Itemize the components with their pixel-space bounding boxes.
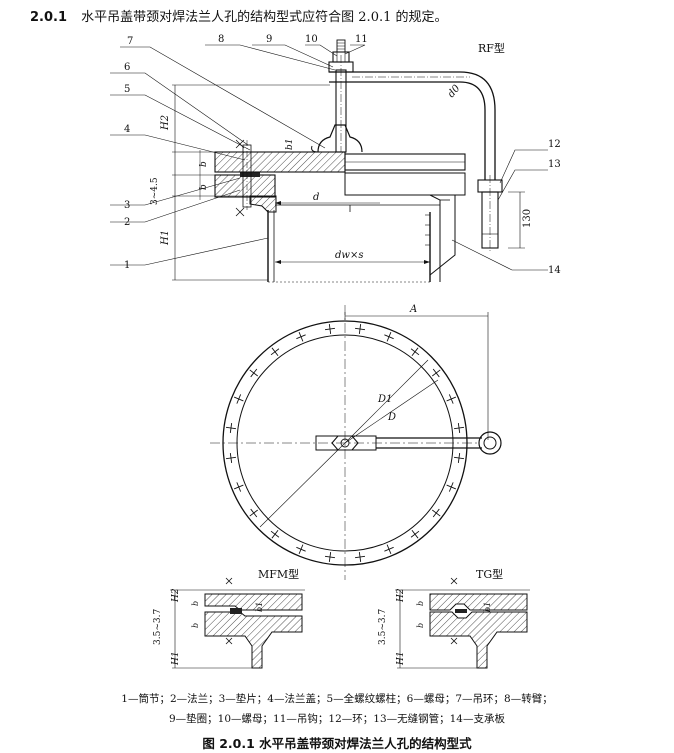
legend-line-2: 9—垫圈；10—螺母；11—吊钩；12—环；13—无缝钢管；14—支承板 (169, 713, 505, 725)
legend-line-1: 1—筒节；2—法兰；3—垫片；4—法兰盖；5—全螺纹螺柱；6—螺母；7—吊环；8… (121, 693, 553, 705)
bolt-hole-mark (410, 530, 420, 538)
tg-b1: b1 (483, 602, 492, 612)
bolt-hole-mark (270, 530, 280, 538)
part-number-2: 2 (124, 217, 130, 228)
bolt-hole-mark (250, 368, 258, 378)
manhole-figure: RF型 (110, 34, 561, 669)
part-number-4: 4 (124, 124, 130, 135)
dim-d-big: D (387, 412, 396, 423)
dim-h1: H1 (160, 230, 171, 246)
bolt-hole-mark (457, 422, 461, 434)
bolt-hole-mark (384, 334, 394, 340)
dim-dw-s: dw×s (335, 250, 363, 261)
mfm-b-lower: b (191, 623, 200, 628)
bolt-hole-mark (384, 546, 394, 552)
bolt-hole-mark (448, 482, 454, 492)
bolt-hole-mark (229, 452, 233, 464)
part-number-5: 5 (124, 84, 130, 95)
d0-label: d0 (446, 83, 463, 100)
dim-d1: D1 (377, 394, 392, 405)
bolt-hole-mark (236, 482, 242, 492)
part-number-3: 3 (124, 200, 130, 211)
bolt-hole-mark (432, 368, 440, 378)
bolt-hole-mark (236, 394, 242, 404)
part-number-7: 7 (127, 36, 133, 47)
tg-b-upper: b (416, 601, 425, 606)
bolt-hole-mark (296, 334, 306, 340)
dim-a: A (409, 304, 417, 315)
tg-b-lower: b (416, 623, 425, 628)
mfm-gap: 3.5~3.7 (153, 609, 163, 645)
bolt-hole-mark (457, 452, 461, 464)
tg-type-label: TG型 (476, 567, 503, 581)
bolt-hole-mark (432, 508, 440, 518)
tg-h1: H1 (396, 651, 406, 666)
part-number-1: 1 (124, 260, 130, 271)
bolt-hole-mark (296, 546, 306, 552)
bolt-hole-mark (250, 508, 258, 518)
detail-mfm: MFM型 H2 3.5~3.7 H1 b b b1 (153, 567, 305, 669)
bolt-hole-mark (410, 348, 420, 356)
dim-gap: 3~4.5 (150, 177, 160, 205)
dim-b1: b1 (285, 139, 295, 151)
bolt-hole-mark (270, 348, 280, 356)
dim-d: d (313, 192, 319, 203)
bolt-hole-mark (354, 327, 366, 331)
mfm-b1: b1 (255, 602, 264, 612)
dim-b-lower: b (199, 184, 209, 190)
clause-heading: 2.0.1 水平吊盖带颈对焊法兰人孔的结构型式应符合图 2.0.1 的规定。 (30, 6, 448, 25)
detail-tg: TG型 H2 3.5~3.7 H1 b b b1 (378, 567, 530, 669)
part-number-10: 10 (305, 34, 318, 45)
bolt-hole-mark (324, 327, 336, 331)
rf-type-label: RF型 (478, 41, 505, 55)
mfm-type-label: MFM型 (258, 567, 299, 581)
part-number-11: 11 (355, 34, 368, 45)
part-number-13: 13 (548, 159, 561, 170)
bolt-hole-mark (448, 394, 454, 404)
plan-view: A D1 D (210, 304, 502, 580)
elevation-view: RF型 (110, 34, 561, 283)
part-number-9: 9 (266, 34, 272, 45)
clause-number: 2.0.1 (30, 10, 68, 25)
part-number-6: 6 (124, 62, 130, 73)
tg-gap: 3.5~3.7 (378, 609, 388, 645)
clause-text: 水平吊盖带颈对焊法兰人孔的结构型式应符合图 2.0.1 的规定。 (81, 10, 448, 25)
bolt-hole-mark (324, 555, 336, 559)
tg-h2: H2 (396, 588, 406, 603)
figure-caption: 图 2.0.1 水平吊盖带颈对焊法兰人孔的结构型式 (202, 736, 472, 751)
dim-130: 130 (522, 209, 533, 228)
part-number-12: 12 (548, 139, 561, 150)
mfm-h1: H1 (171, 651, 181, 666)
part-number-14: 14 (548, 265, 561, 276)
mfm-b-upper: b (191, 601, 200, 606)
bolt-hole-mark (229, 422, 233, 434)
dim-b-upper: b (199, 161, 209, 167)
mfm-h2: H2 (171, 588, 181, 603)
dim-h2: H2 (160, 115, 171, 131)
bolt-hole-mark (354, 555, 366, 559)
part-number-8: 8 (218, 34, 224, 45)
